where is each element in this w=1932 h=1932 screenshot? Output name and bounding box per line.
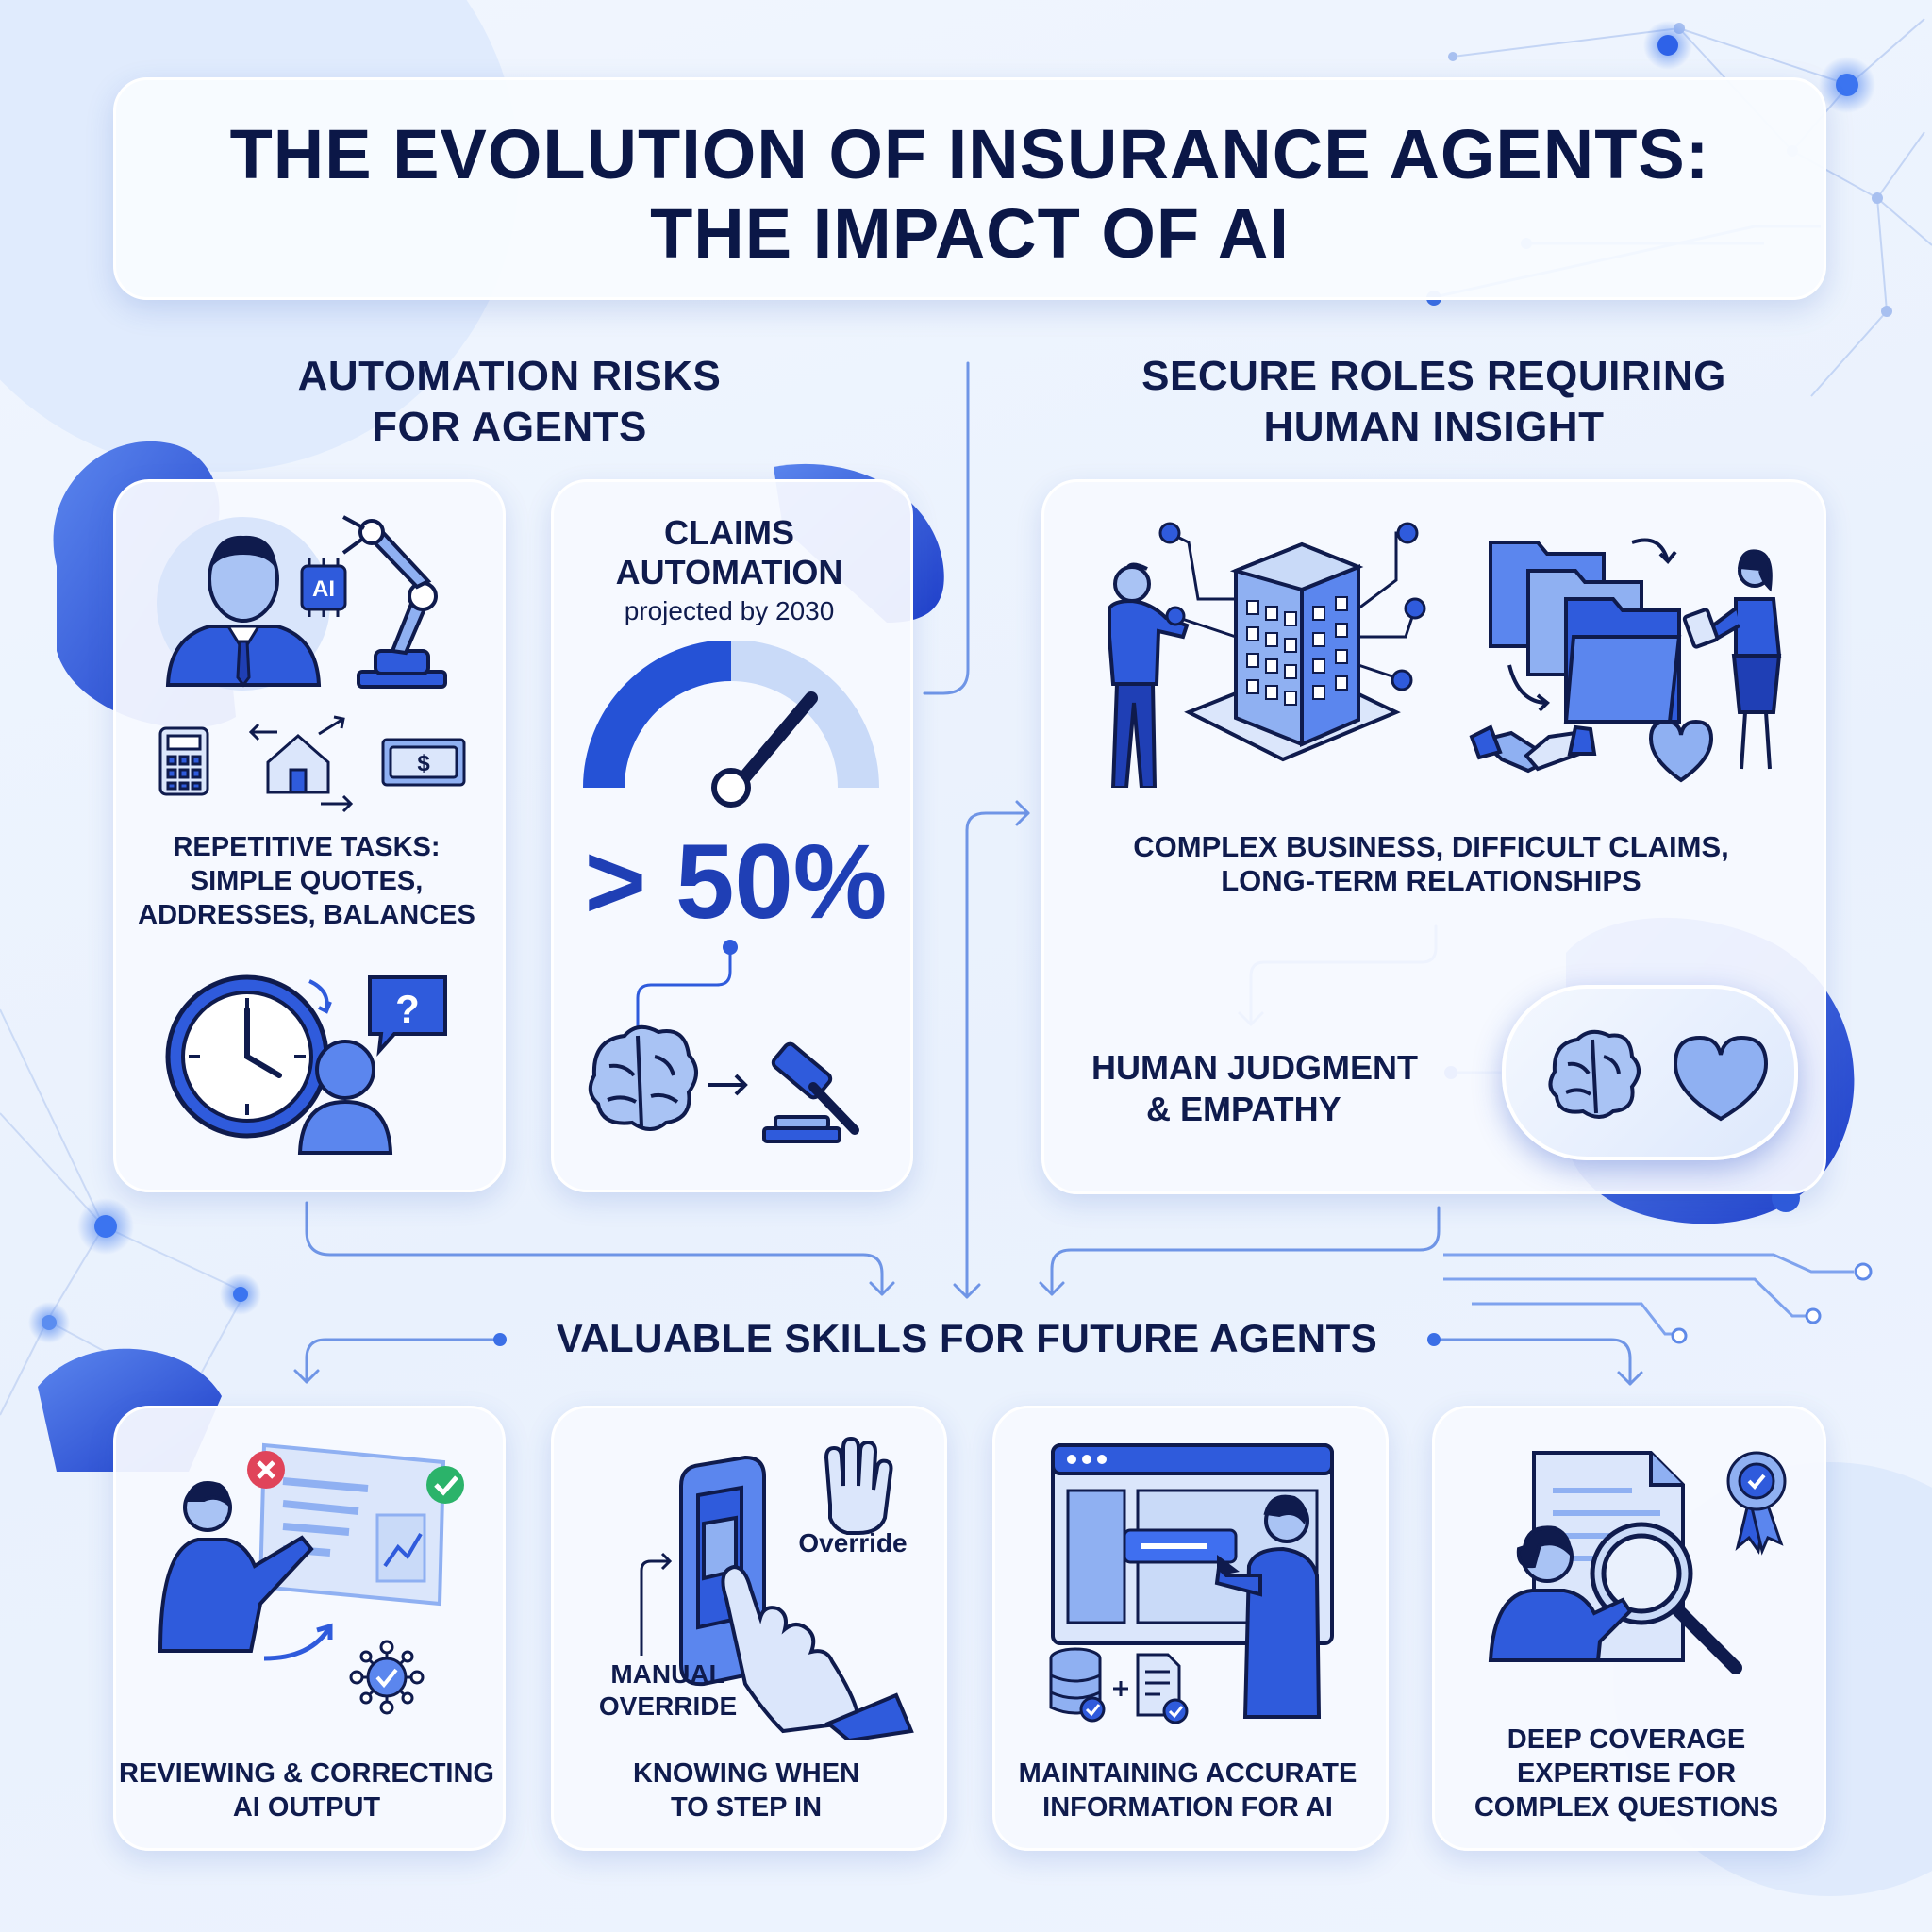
override-label: Override bbox=[798, 1528, 908, 1557]
ai-chip-icon: AI bbox=[300, 558, 347, 617]
heart-icon bbox=[1673, 1035, 1769, 1122]
house-transfer-icon bbox=[248, 715, 354, 813]
dollar-bill-icon: $ bbox=[381, 738, 466, 787]
skill-4-caption: DEEP COVERAGE EXPERTISE FOR COMPLEX QUES… bbox=[1474, 1724, 1779, 1823]
handshake-icon bbox=[1469, 724, 1597, 774]
businessman-icon bbox=[1108, 562, 1190, 788]
reviewing-ai-output-illustration bbox=[158, 1442, 464, 1715]
svg-text:?: ? bbox=[395, 987, 420, 1031]
skills-heading: VALUABLE SKILLS FOR FUTURE AGENTS bbox=[556, 1316, 1378, 1360]
claims-automation-heading: CLAIMS AUTOMATION bbox=[615, 513, 843, 591]
repetitive-tasks-illustration: AI $ bbox=[157, 515, 466, 1155]
businesswoman-icon bbox=[1682, 549, 1782, 770]
manual-override-illustration bbox=[640, 1436, 914, 1740]
raised-hand-icon bbox=[824, 1436, 893, 1535]
secure-roles-heading: SECURE ROLES REQUIRING HUMAN INSIGHT bbox=[1141, 353, 1726, 450]
skill-2-caption: KNOWING WHEN TO STEP IN bbox=[632, 1758, 860, 1823]
document-check-icon bbox=[1136, 1653, 1189, 1724]
skill-1-caption: REVIEWING & CORRECTING AI OUTPUT bbox=[119, 1758, 494, 1823]
database-icon bbox=[1049, 1647, 1106, 1723]
office-building-icon bbox=[1184, 541, 1401, 762]
brain-icon bbox=[1548, 1029, 1641, 1119]
coverage-expertise-illustration bbox=[1488, 1451, 1787, 1674]
secure-roles-caption: COMPLEX BUSINESS, DIFFICULT CLAIMS, LONG… bbox=[1133, 830, 1729, 897]
brain-icon bbox=[588, 1024, 698, 1131]
skill-3-caption: MAINTAINING ACCURATE INFORMATION FOR AI bbox=[1018, 1758, 1357, 1823]
calculator-icon bbox=[158, 726, 209, 796]
repetitive-tasks-caption: REPETITIVE TASKS: SIMPLE QUOTES, ADDRESS… bbox=[138, 832, 475, 930]
clock-icon bbox=[165, 974, 332, 1139]
svg-text:$: $ bbox=[417, 751, 430, 776]
human-judgment-label: HUMAN JUDGMENT & EMPATHY bbox=[1091, 1048, 1418, 1128]
judgment-empathy-pill bbox=[1502, 985, 1798, 1160]
help-seeker-icon: ? bbox=[297, 975, 447, 1155]
heart-icon bbox=[1648, 719, 1714, 783]
automation-risks-heading: AUTOMATION RISKS FOR AGENTS bbox=[297, 353, 722, 450]
researcher-person-icon bbox=[1488, 1525, 1633, 1662]
reviewer-person-icon bbox=[158, 1481, 314, 1653]
claims-automation-percentage: > 50% bbox=[584, 823, 888, 941]
page-title-line-1: THE EVOLUTION OF INSURANCE AGENTS: bbox=[229, 115, 1710, 193]
manual-override-label: MANUAL OVERRIDE bbox=[598, 1659, 738, 1721]
title-card: THE EVOLUTION OF INSURANCE AGENTS: THE I… bbox=[113, 77, 1826, 300]
gavel-icon bbox=[762, 1041, 859, 1143]
award-badge-icon bbox=[1726, 1451, 1787, 1556]
agent-avatar-icon bbox=[165, 535, 322, 688]
svg-text:AI: AI bbox=[312, 576, 335, 602]
claims-folders-icon bbox=[1489, 538, 1682, 724]
approve-icon bbox=[426, 1466, 464, 1504]
secure-roles-illustration bbox=[1108, 522, 1782, 788]
claims-gauge bbox=[583, 641, 879, 808]
page-title-line-2: THE IMPACT OF AI bbox=[650, 194, 1290, 273]
magnifying-glass-icon bbox=[1590, 1522, 1742, 1674]
maintaining-info-illustration bbox=[1049, 1443, 1334, 1724]
brain-to-gavel-illustration bbox=[588, 940, 859, 1143]
editor-person-icon bbox=[1214, 1494, 1322, 1719]
claims-projection-subheading: projected by 2030 bbox=[624, 596, 835, 625]
robot-arm-icon bbox=[341, 515, 447, 689]
ai-network-check-icon bbox=[349, 1640, 425, 1715]
